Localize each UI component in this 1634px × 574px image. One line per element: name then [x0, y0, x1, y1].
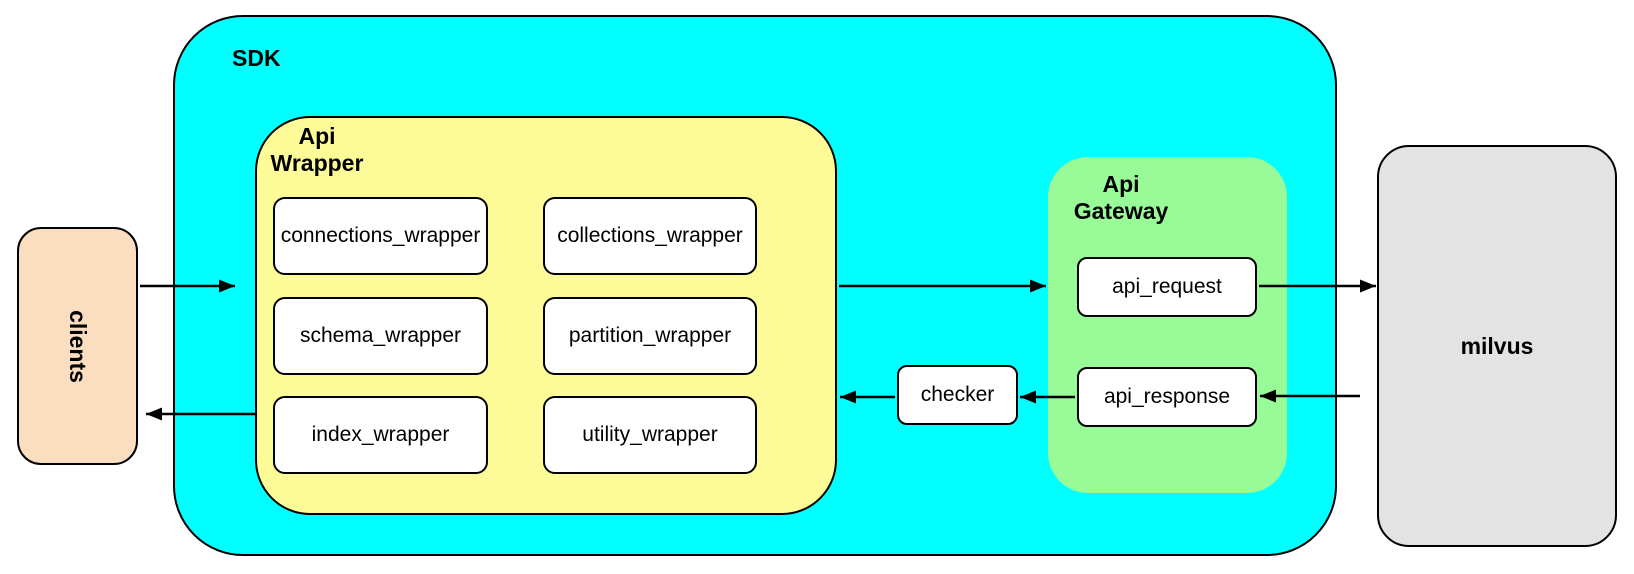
- partition-wrapper-node: partition_wrapper: [543, 297, 757, 375]
- milvus-label: milvus: [1460, 332, 1534, 359]
- api-gateway-container: Api Gateway: [1048, 157, 1287, 493]
- api-response-node: api_response: [1077, 367, 1257, 427]
- api-wrapper-label: Api Wrapper: [270, 123, 364, 176]
- index-wrapper-node: index_wrapper: [273, 396, 488, 474]
- checker-node: checker: [897, 365, 1018, 425]
- connections-wrapper-node: connections_wrapper: [273, 197, 488, 275]
- clients-label: clients: [65, 309, 91, 383]
- milvus-node: milvus: [1377, 145, 1617, 547]
- collections-wrapper-node: collections_wrapper: [543, 197, 757, 275]
- api-request-node: api_request: [1077, 257, 1257, 317]
- api-gateway-label: Api Gateway: [1073, 171, 1169, 224]
- sdk-label: SDK: [232, 45, 281, 71]
- utility-wrapper-node: utility_wrapper: [543, 396, 757, 474]
- schema-wrapper-node: schema_wrapper: [273, 297, 488, 375]
- clients-node: clients: [17, 227, 138, 465]
